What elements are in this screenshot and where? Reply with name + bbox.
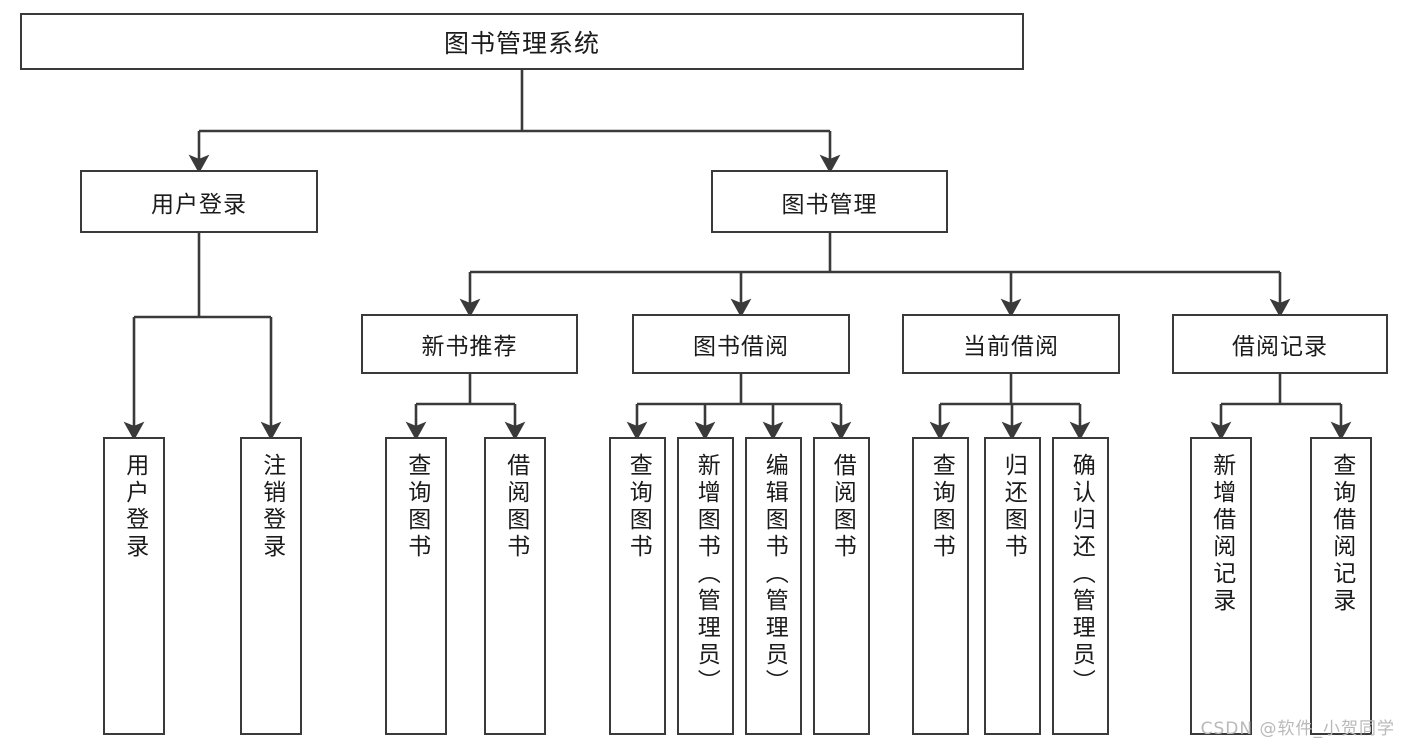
node-new-book-recommend[interactable]: 新书推荐 xyxy=(361,314,578,374)
node-borrow-record-label: 借阅记录 xyxy=(1232,334,1328,360)
leaf-user-logout-label: 注销登录 xyxy=(258,453,285,561)
leaf-add-book[interactable]: 新增图书（管理员） xyxy=(677,437,734,735)
leaf-add-borrow-record[interactable]: 新增借阅记录 xyxy=(1190,437,1252,735)
leaf-query-borrow-record-label: 查询借阅记录 xyxy=(1328,453,1355,615)
leaf-user-login[interactable]: 用户登录 xyxy=(103,437,165,735)
leaf-query-book-current[interactable]: 查询图书 xyxy=(912,437,969,735)
csdn-watermark: CSDN @软件_小贺同学 xyxy=(1200,719,1395,739)
leaf-return-book-label: 归还图书 xyxy=(1000,453,1027,561)
leaf-borrow-book[interactable]: 借阅图书 xyxy=(813,437,870,735)
leaf-query-borrow-record[interactable]: 查询借阅记录 xyxy=(1310,437,1372,735)
leaf-edit-book-label: 编辑图书（管理员） xyxy=(761,453,788,696)
leaf-borrow-book-label: 借阅图书 xyxy=(829,453,856,561)
node-book-borrow-label: 图书借阅 xyxy=(693,334,789,360)
leaf-query-book-recommend[interactable]: 查询图书 xyxy=(385,437,447,735)
leaf-confirm-return[interactable]: 确认归还（管理员） xyxy=(1052,437,1109,735)
node-root[interactable]: 图书管理系统 xyxy=(20,13,1024,70)
node-new-book-recommend-label: 新书推荐 xyxy=(421,334,518,360)
leaf-query-book-recommend-label: 查询图书 xyxy=(403,453,430,561)
leaf-query-book-borrow[interactable]: 查询图书 xyxy=(609,437,666,735)
leaf-user-logout[interactable]: 注销登录 xyxy=(240,437,302,735)
leaf-query-book-borrow-label: 查询图书 xyxy=(625,453,652,561)
node-book-management-label: 图书管理 xyxy=(781,191,878,218)
node-current-borrow-label: 当前借阅 xyxy=(963,334,1059,360)
leaf-confirm-return-label: 确认归还（管理员） xyxy=(1068,453,1095,696)
leaf-add-book-label: 新增图书（管理员） xyxy=(693,453,720,696)
leaf-return-book[interactable]: 归还图书 xyxy=(984,437,1041,735)
leaf-user-login-label: 用户登录 xyxy=(121,453,148,561)
leaf-add-borrow-record-label: 新增借阅记录 xyxy=(1208,453,1235,615)
leaf-query-book-current-label: 查询图书 xyxy=(928,453,955,561)
leaf-borrow-book-recommend-label: 借阅图书 xyxy=(502,453,529,561)
leaf-edit-book[interactable]: 编辑图书（管理员） xyxy=(745,437,802,735)
node-book-borrow[interactable]: 图书借阅 xyxy=(632,314,850,374)
node-user-login[interactable]: 用户登录 xyxy=(80,170,318,233)
node-root-label: 图书管理系统 xyxy=(443,28,600,58)
node-borrow-record[interactable]: 借阅记录 xyxy=(1172,314,1388,374)
node-user-login-label: 用户登录 xyxy=(151,191,247,218)
node-book-management[interactable]: 图书管理 xyxy=(711,170,948,233)
leaf-borrow-book-recommend[interactable]: 借阅图书 xyxy=(484,437,546,735)
node-current-borrow[interactable]: 当前借阅 xyxy=(902,314,1120,374)
